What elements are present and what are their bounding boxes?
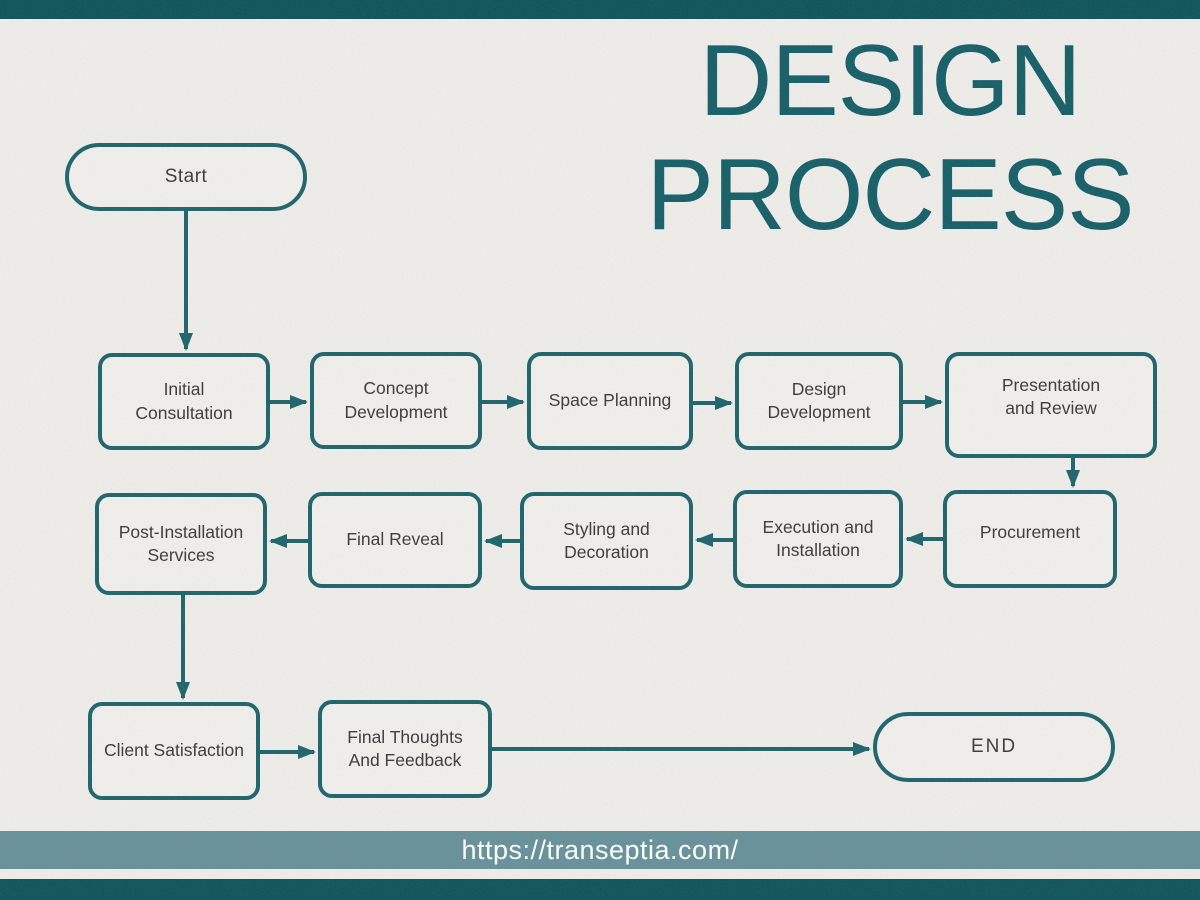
node-design-development: Design Development <box>735 352 903 450</box>
node-execution-and-installation: Execution and Installation <box>733 490 903 588</box>
poster-title-line-2: PROCESS <box>646 139 1135 252</box>
top-border-bar <box>0 0 1200 19</box>
node-styling-and-decoration: Styling and Decoration <box>520 492 693 590</box>
node-presentation-and-review: Presentation and Review <box>945 352 1157 458</box>
node-final-thoughts-and-feedback: Final Thoughts And Feedback <box>318 700 492 798</box>
poster-title: DESIGN PROCESS <box>588 24 1192 252</box>
node-initial-consultation: Initial Consultation <box>98 353 270 450</box>
node-final-reveal: Final Reveal <box>308 492 482 588</box>
bottom-border-bar <box>0 879 1200 900</box>
node-post-installation-services: Post-Installation Services <box>95 493 267 595</box>
node-client-satisfaction: Client Satisfaction <box>88 702 260 800</box>
node-procurement: Procurement <box>943 490 1117 588</box>
node-end: END <box>873 712 1115 782</box>
node-concept-development: Concept Development <box>310 352 482 449</box>
website-url: https://transeptia.com/ <box>461 834 739 865</box>
node-space-planning: Space Planning <box>527 352 693 450</box>
poster-title-line-1: DESIGN <box>699 25 1081 137</box>
node-start: Start <box>65 143 307 211</box>
website-url-bar: https://transeptia.com/ <box>0 831 1200 869</box>
